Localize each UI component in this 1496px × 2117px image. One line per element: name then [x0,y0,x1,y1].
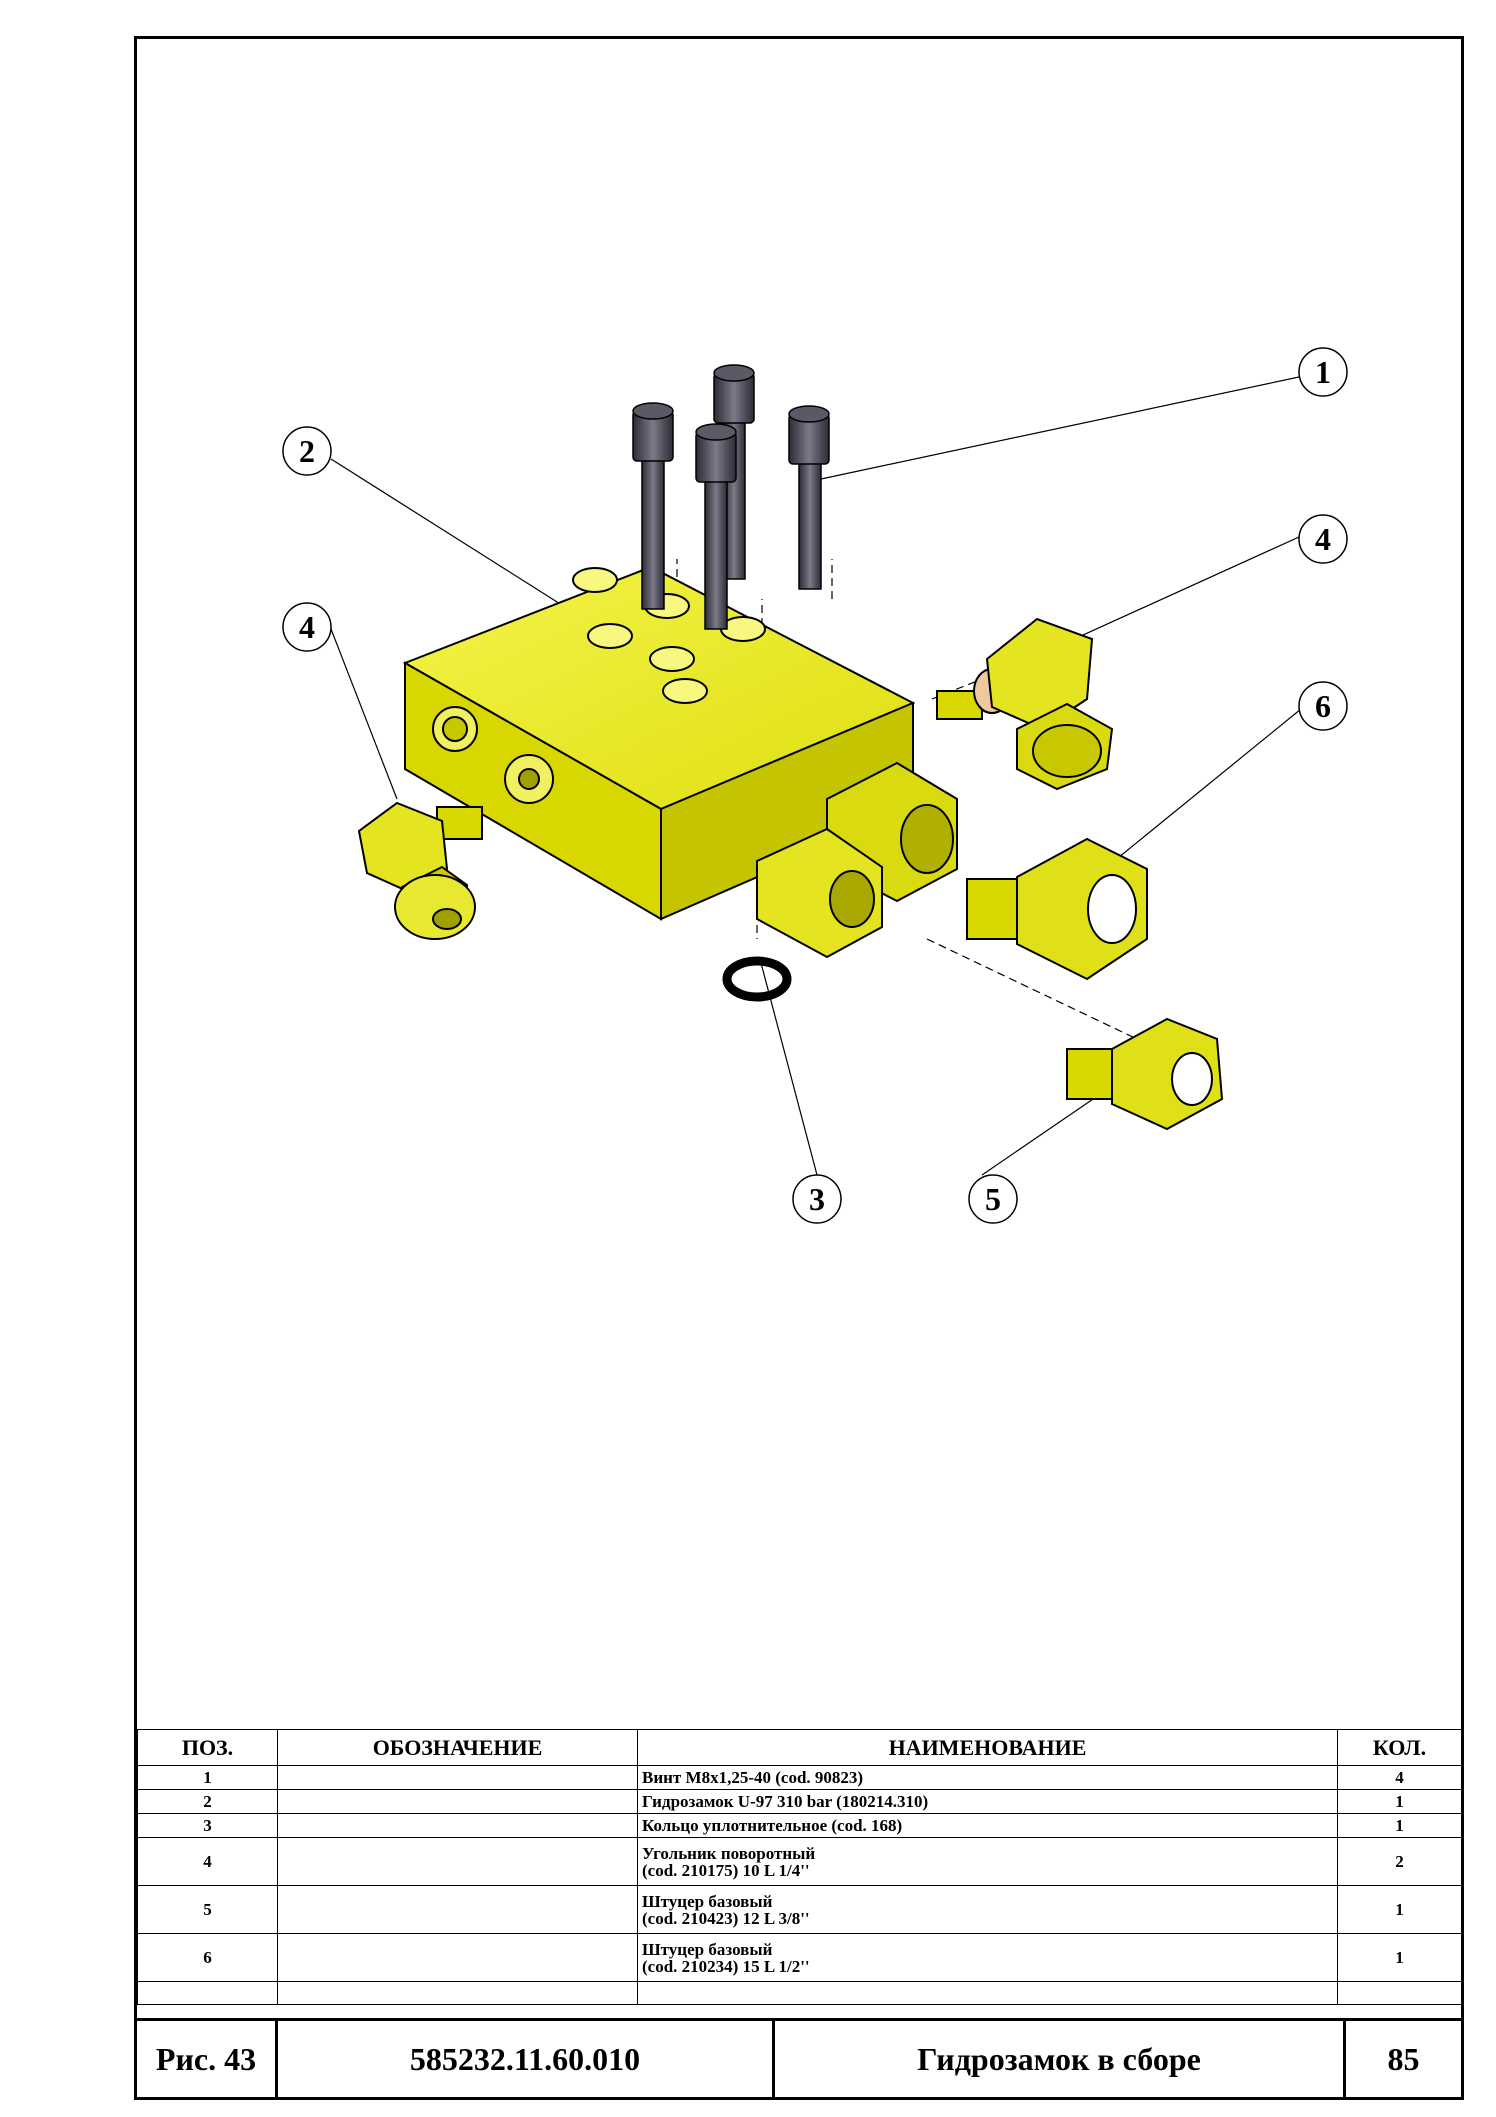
cell-qty: 1 [1337,1813,1462,1838]
table-row: 1 Винт М8х1,25-40 (cod. 90823) 4 [137,1765,1462,1790]
callout-5: 5 [968,1174,1018,1224]
screw-part-1 [632,364,830,630]
cell-qty: 1 [1337,1885,1462,1934]
table-row: 5 Штуцер базовый (cod. 210423) 12 L 3/8'… [137,1885,1462,1934]
cell-qty: 2 [1337,1837,1462,1886]
document-number: 585232.11.60.010 [278,2021,775,2097]
parts-table: ПОЗ. ОБОЗНАЧЕНИЕ НАИМЕНОВАНИЕ КОЛ. 1 Вин… [137,1729,1462,2005]
cell-name: Гидрозамок U-97 310 bar (180214.310) [637,1789,1338,1814]
cell-pos: 5 [137,1885,278,1934]
cell-name: Штуцер базовый (cod. 210234) 15 L 1/2'' [637,1933,1338,1982]
cell-qty: 1 [1337,1789,1462,1814]
cell-blank [277,1981,638,2005]
header-name: НАИМЕНОВАНИЕ [637,1729,1338,1766]
cell-blank [137,1981,278,2005]
svg-text:4: 4 [1315,521,1331,557]
header-designation: ОБОЗНАЧЕНИЕ [277,1729,638,1766]
callout-6: 6 [1298,681,1348,731]
figure-number: Рис. 43 [137,2021,278,2097]
cell-name-line2: (cod. 210423) 12 L 3/8'' [642,1908,810,1928]
cell-pos: 3 [137,1813,278,1838]
cell-name-line1: Кольцо уплотнительное (cod. 168) [642,1816,903,1835]
svg-text:5: 5 [985,1181,1001,1217]
cell-name-line1: Угольник поворотный [642,1843,816,1863]
table-row: 6 Штуцер базовый (cod. 210234) 15 L 1/2'… [137,1933,1462,1982]
callout-1: 1 [1298,347,1348,397]
cell-name-line1: Винт М8х1,25-40 (cod. 90823) [642,1768,864,1787]
block-port-fittings [756,761,958,959]
svg-text:1: 1 [1315,354,1331,390]
svg-text:4: 4 [299,609,315,645]
cell-blank [1337,1981,1462,2005]
cell-designation [277,1933,638,1982]
drawing-sheet: 1 2 3 4 4 5 6 [134,36,1464,2100]
drawing-title: Гидрозамок в сборе [775,2021,1346,2097]
leader-lines [330,376,1302,1176]
page-number: 85 [1387,2040,1420,2077]
cell-designation [277,1813,638,1838]
callout-3: 3 [792,1174,842,1224]
cell-name: Кольцо уплотнительное (cod. 168) [637,1813,1338,1838]
cell-designation [277,1765,638,1790]
cell-designation [277,1885,638,1934]
cell-designation [277,1837,638,1886]
cell-name-line2: (cod. 210234) 15 L 1/2'' [642,1956,810,1976]
svg-text:6: 6 [1315,688,1331,724]
assembly-illustration: 1 2 3 4 4 5 6 [282,347,1348,1224]
cell-pos: 4 [137,1837,278,1886]
fitting-part-5 [1066,1017,1224,1131]
parts-table-header: ПОЗ. ОБОЗНАЧЕНИЕ НАИМЕНОВАНИЕ КОЛ. [137,1729,1462,1766]
cell-name-line1: Штуцер базовый [642,1939,773,1959]
cell-qty: 1 [1337,1933,1462,1982]
cell-name: Штуцер базовый (cod. 210423) 12 L 3/8'' [637,1885,1338,1934]
title-block: Рис. 43 585232.11.60.010 Гидрозамок в сб… [137,2018,1461,2097]
svg-text:2: 2 [299,433,315,469]
cell-pos: 1 [137,1765,278,1790]
table-row: 2 Гидрозамок U-97 310 bar (180214.310) 1 [137,1789,1462,1814]
callout-4-right: 4 [1298,514,1348,564]
cell-pos: 6 [137,1933,278,1982]
callout-2: 2 [282,426,332,476]
elbow-fitting-right-part-4 [936,617,1114,791]
cell-qty: 4 [1337,1765,1462,1790]
callout-4-left: 4 [282,602,332,652]
cell-pos: 2 [137,1789,278,1814]
svg-text:3: 3 [809,1181,825,1217]
cell-name: Угольник поворотный (cod. 210175) 10 L 1… [637,1837,1338,1886]
callout-balloons: 1 2 3 4 4 5 6 [282,347,1348,1224]
header-pos: ПОЗ. [137,1729,278,1766]
table-row-blank [137,1981,1462,2005]
table-row: 3 Кольцо уплотнительное (cod. 168) 1 [137,1813,1462,1838]
elbow-fitting-left-part-4 [357,801,483,940]
cell-name-line1: Штуцер базовый [642,1891,773,1911]
fitting-part-6 [966,837,1148,981]
cell-name-line1: Гидрозамок U-97 310 bar (180214.310) [642,1792,929,1811]
cell-blank [637,1981,1338,2005]
seal-ring-part-3 [722,956,792,1002]
table-row: 4 Угольник поворотный (cod. 210175) 10 L… [137,1837,1462,1886]
cell-designation [277,1789,638,1814]
cell-name: Винт М8х1,25-40 (cod. 90823) [637,1765,1338,1790]
header-qty: КОЛ. [1337,1729,1462,1766]
cell-name-line2: (cod. 210175) 10 L 1/4'' [642,1860,810,1880]
